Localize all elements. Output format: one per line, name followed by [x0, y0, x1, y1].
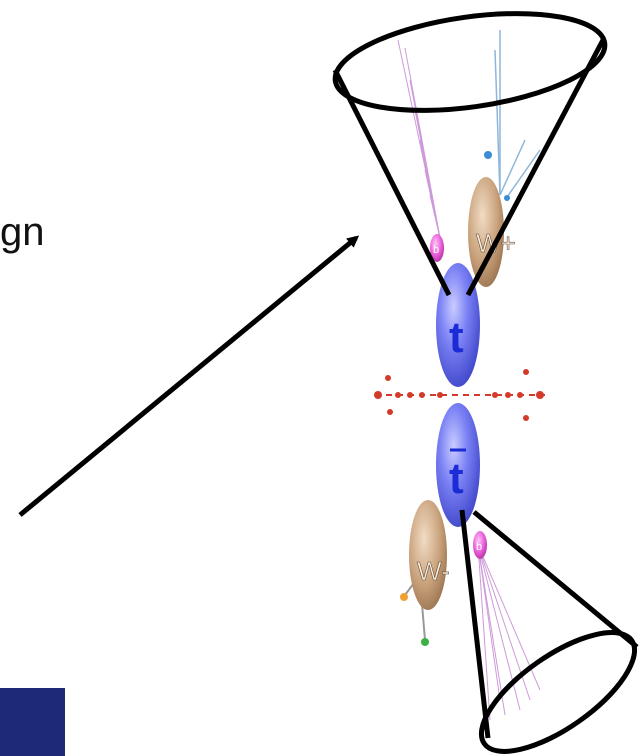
- top-quark-label: t: [449, 313, 464, 362]
- partial-text-label: gn: [0, 210, 45, 254]
- bottom-cone-jet-lines: [477, 544, 541, 721]
- lepton-dot: [484, 151, 492, 159]
- antitop-quark: [436, 403, 480, 527]
- w-minus-label: W-: [417, 556, 450, 586]
- antitop-quark-label: t: [449, 454, 464, 503]
- bottom-jet-cone: [459, 509, 639, 754]
- top-jet-cone: [332, 11, 608, 297]
- top-cone-jet-lines: [397, 39, 441, 239]
- gluon-radiation: [374, 369, 545, 421]
- b-quark-top: [430, 234, 444, 262]
- b-bar-quark-label: b: [476, 541, 482, 553]
- w-minus-boson: [409, 500, 447, 610]
- w-plus-boson: [468, 177, 504, 287]
- b-bar-quark: [473, 531, 487, 559]
- w-plus-label: W+: [476, 228, 516, 258]
- pointer-arrow: [18, 235, 360, 517]
- w-minus-decay-orange: [400, 593, 408, 601]
- corner-box: [0, 688, 65, 756]
- w-minus-decay-green: [421, 638, 429, 646]
- top-cone-lepton-lines: [494, 30, 541, 201]
- b-quark-top-label: b: [433, 244, 439, 256]
- neutrino-dot: [504, 195, 510, 201]
